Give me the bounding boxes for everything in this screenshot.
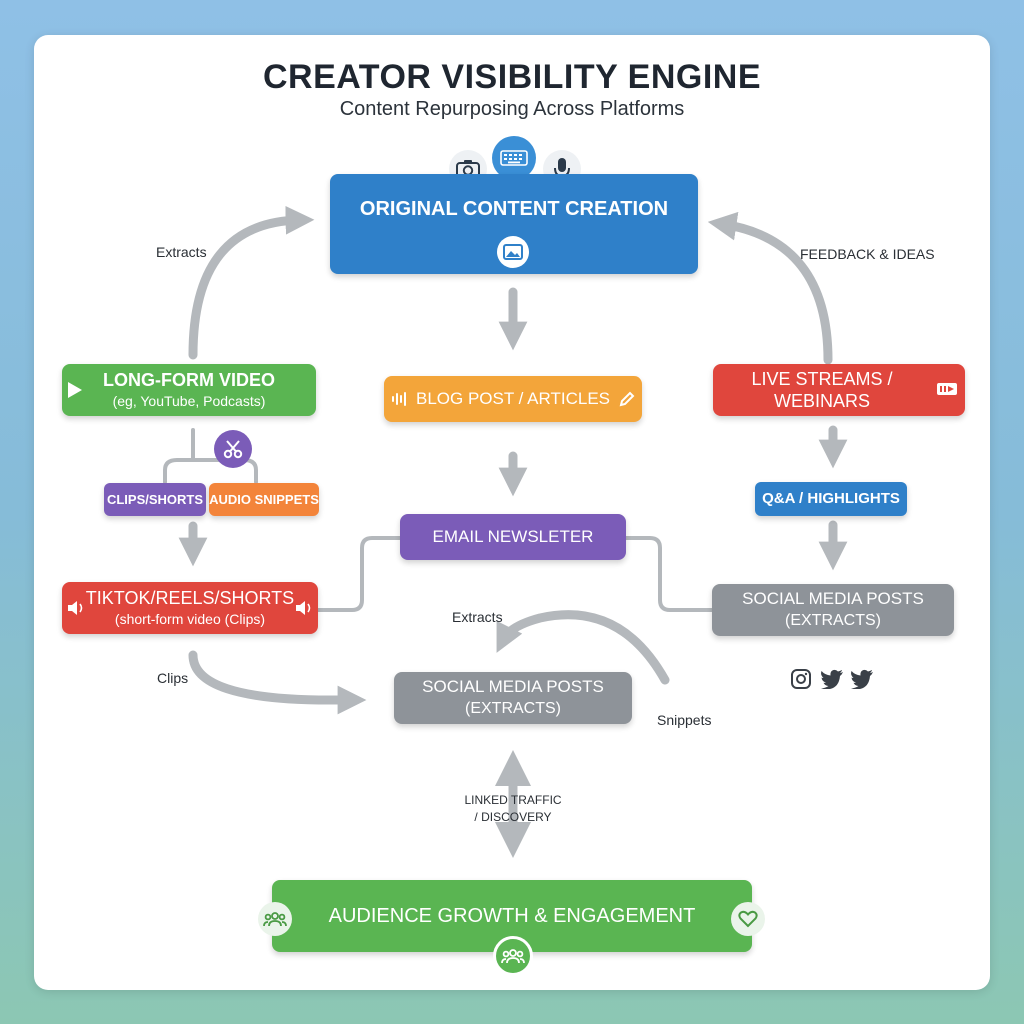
connector-tiktok-email (316, 536, 402, 612)
node-blog-post: BLOG POST / ARTICLES (384, 376, 642, 422)
node-social-center-label-1: SOCIAL MEDIA POSTS (422, 677, 604, 696)
node-tiktok-sub: (short-form video (Clips) (114, 611, 266, 627)
live-badge-icon (936, 382, 958, 401)
page-title: CREATOR VISIBILITY ENGINE (262, 58, 761, 96)
node-social-right: SOCIAL MEDIA POSTS (EXTRACTS) (712, 584, 954, 636)
node-qa-highlights: Q&A / HIGHLIGHTS (755, 482, 907, 516)
node-original-label: ORIGINAL CONTENT CREATION (359, 198, 669, 220)
edge-label-linked-traffic: LINKED TRAFFIC / DISCOVERY (464, 793, 562, 824)
speaker-icon (294, 600, 314, 621)
page-subtitle: Content Repurposing Across Platforms (339, 98, 685, 120)
people-icon (493, 936, 533, 976)
node-tiktok-label: TIKTOK/REELS/SHORTS (85, 588, 295, 608)
people-icon (258, 902, 292, 936)
twitter-icon (850, 669, 874, 694)
node-audio-label: AUDIO SNIPPETS (209, 491, 319, 507)
node-long-form-video: LONG-FORM VIDEO (eg, YouTube, Podcasts) (62, 364, 316, 416)
pencil-icon (618, 390, 636, 413)
keyboard-icon (492, 136, 536, 180)
twitter-icon (820, 669, 844, 694)
node-social-right-label-1: SOCIAL MEDIA POSTS (742, 589, 924, 608)
edge-label-extracts-center: Extracts (452, 609, 503, 625)
node-blog-label: BLOG POST / ARTICLES (416, 389, 610, 408)
node-qa-label: Q&A / HIGHLIGHTS (762, 490, 900, 507)
node-audience-growth: AUDIENCE GROWTH & ENGAGEMENT (272, 880, 752, 952)
edge-label-feedback: FEEDBACK & IDEAS (800, 246, 935, 262)
node-tiktok-reels: TIKTOK/REELS/SHORTS (short-form video (C… (62, 582, 318, 634)
arrow-extracts-left (188, 205, 315, 360)
connector-email-social (624, 536, 714, 612)
node-clips-shorts: CLIPS/SHORTS (104, 483, 206, 516)
arrow-feedback-right (707, 211, 833, 365)
node-live-streams: LIVE STREAMS / WEBINARS (713, 364, 965, 416)
node-audience-label: AUDIENCE GROWTH & ENGAGEMENT (328, 905, 696, 927)
edge-label-snippets: Snippets (657, 712, 712, 728)
node-live-label-2: WEBINARS (773, 391, 870, 411)
instagram-icon (790, 668, 812, 695)
node-long-form-label: LONG-FORM VIDEO (103, 370, 275, 390)
edge-label-clips: Clips (157, 670, 189, 686)
node-live-label-1: LIVE STREAMS / (751, 369, 893, 389)
play-icon (66, 380, 84, 405)
scissors-icon (214, 430, 252, 468)
heart-icon (731, 902, 765, 936)
image-icon (497, 236, 529, 268)
arrow-extracts-loop (496, 610, 670, 685)
audio-wave-icon (390, 390, 412, 413)
node-clips-label: CLIPS/SHORTS (106, 491, 204, 507)
node-email-newsletter: EMAIL NEWSLETER (400, 514, 626, 560)
node-long-form-sub: (eg, YouTube, Podcasts) (112, 393, 266, 409)
node-audio-snippets: AUDIO SNIPPETS (209, 483, 319, 516)
node-social-center-label-2: (EXTRACTS) (465, 700, 561, 717)
edge-label-extracts-left: Extracts (156, 244, 207, 260)
speaker-icon (66, 600, 86, 621)
connector-clips-branch (163, 458, 258, 484)
node-social-right-label-2: (EXTRACTS) (785, 612, 881, 629)
arrow-tiktok-to-social (188, 650, 367, 715)
node-email-label: EMAIL NEWSLETER (432, 527, 594, 546)
node-social-center: SOCIAL MEDIA POSTS (EXTRACTS) (394, 672, 632, 724)
